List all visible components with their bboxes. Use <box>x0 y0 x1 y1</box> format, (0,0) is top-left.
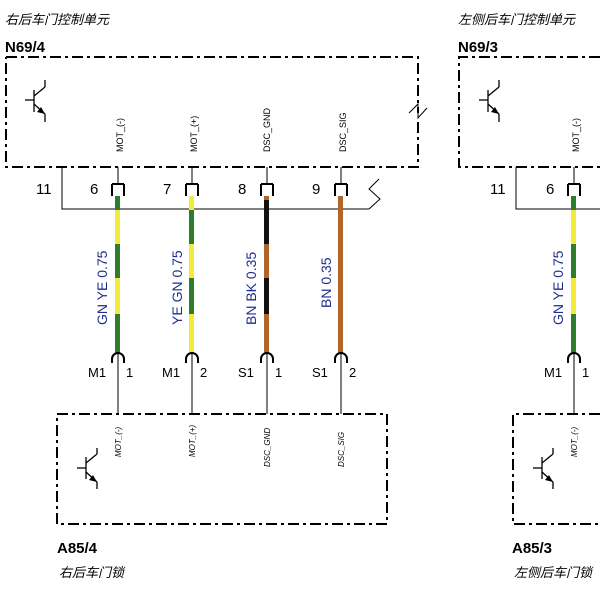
transistor-icon <box>533 448 554 489</box>
lock-id-left-rear: A85/3 <box>512 540 552 557</box>
lock-name-right-rear: 右后车门锁 <box>59 565 126 580</box>
lock-id-right-rear: A85/4 <box>57 540 98 557</box>
wire-label-ye-gn: YE GN 0.75 <box>169 250 185 325</box>
box-break-mark <box>408 102 428 120</box>
module-connector-pin-2 <box>567 183 581 196</box>
lock-pin-1-a: 1 <box>126 365 133 380</box>
lock-pin-1-e: 1 <box>582 365 589 380</box>
transistor-icon <box>25 80 46 122</box>
pin-number-8: 8 <box>238 181 246 198</box>
lock-pin-2-b: 2 <box>200 365 207 380</box>
lock-box-right-rear <box>56 413 388 525</box>
pin-number-9: 9 <box>312 181 320 198</box>
wire-gn-ye <box>115 196 120 354</box>
lock-signal-mot-minus: MOT_(-) <box>114 426 123 457</box>
wire-gn-ye-2 <box>571 196 576 354</box>
signal-label-mot-plus: MOT_(+) <box>189 116 199 152</box>
lock-conn-m1-a: M1 <box>88 365 106 380</box>
module-box-left-rear <box>458 56 600 168</box>
lock-conn-m1-b: M1 <box>162 365 180 380</box>
transistor-icon <box>77 448 98 489</box>
wire-label-gn-ye: GN YE 0.75 <box>94 250 110 325</box>
wire-label-bn: BN 0.35 <box>318 257 334 308</box>
wire-ye-gn <box>189 196 194 354</box>
lock-connector-socket-2 <box>567 352 581 363</box>
lock-pin-2-d: 2 <box>349 365 356 380</box>
wire-label-gn-ye-2: GN YE 0.75 <box>550 250 566 325</box>
signal-label-mot-minus: MOT_(-) <box>115 118 125 152</box>
wire-bn <box>338 196 343 354</box>
lock-pin-1-c: 1 <box>275 365 282 380</box>
lock-signal-mot-plus: MOT_(+) <box>188 424 197 457</box>
lock-name-left-rear: 左侧后车门锁 <box>514 565 594 580</box>
module-box-right-rear <box>6 56 419 113</box>
module-id-left-rear: N69/3 <box>458 39 498 56</box>
lock-signal-mot-minus-2: MOT_(-) <box>570 426 579 457</box>
lock-conn-m1-c: M1 <box>544 365 562 380</box>
wire-bn-bk <box>264 196 269 354</box>
pin-number-6-2: 6 <box>546 181 554 198</box>
pin-number-7: 7 <box>163 181 171 198</box>
wire-label-bn-bk: BN BK 0.35 <box>243 252 259 325</box>
harness-bar <box>61 167 369 210</box>
harness-break-mark <box>368 178 381 210</box>
pin-number-6: 6 <box>90 181 98 198</box>
module-id-right-rear: N69/4 <box>5 39 46 56</box>
lock-conn-s1-b: S1 <box>312 365 328 380</box>
lock-connector-sockets <box>111 352 348 363</box>
lock-signal-dsc-gnd: DSC_GND <box>263 428 272 467</box>
lock-box-left-rear <box>512 413 600 525</box>
pin-number-11-2: 11 <box>490 181 506 198</box>
module-name-right-rear: 右后车门控制单元 <box>5 12 110 27</box>
signal-label-dsc-sig: DSC_SIG <box>338 112 348 152</box>
transistor-icon <box>479 80 500 122</box>
lock-conn-s1-a: S1 <box>238 365 254 380</box>
module-name-left-rear: 左侧后车门控制单元 <box>458 12 576 27</box>
lock-signal-dsc-sig: DSC_SIG <box>337 432 346 467</box>
signal-label-dsc-gnd: DSC_GND <box>262 107 272 152</box>
pin-number-11: 11 <box>36 181 52 198</box>
signal-label-mot-minus-2: MOT_(-) <box>571 118 581 152</box>
